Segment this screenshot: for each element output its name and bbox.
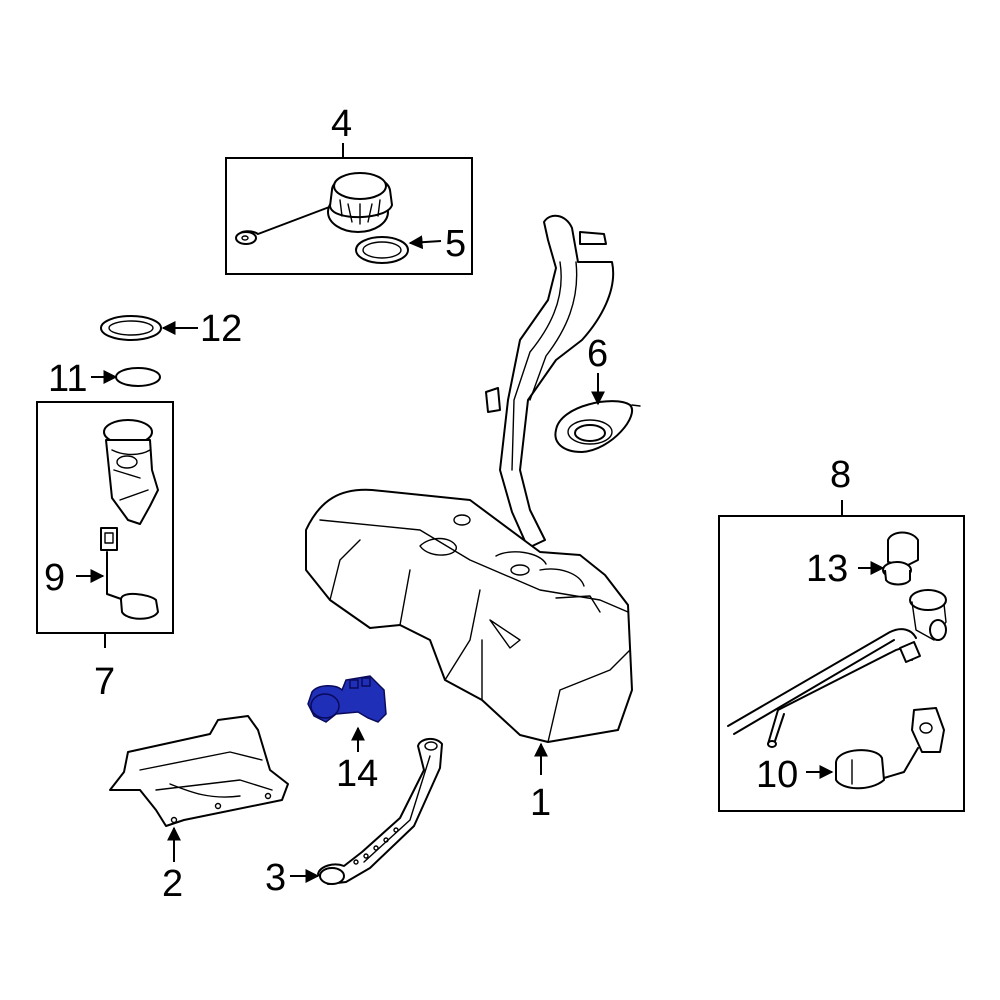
level-sensor	[100, 527, 159, 620]
tether-strap	[237, 205, 333, 237]
filler-neck-seal	[554, 373, 641, 453]
cap-gasket	[355, 236, 409, 264]
callout-labels: 1 2 3 4 5 6 7 8 9 10 11 12 13 14	[44, 103, 851, 905]
callout-7: 7	[94, 661, 115, 703]
tank-strap	[290, 738, 443, 885]
callout-12: 12	[200, 308, 242, 350]
callout-8: 8	[830, 454, 851, 496]
callout-1: 1	[530, 782, 551, 824]
fuel-line-b	[767, 647, 913, 745]
filler-pipe	[499, 214, 615, 549]
sender-housing	[103, 419, 159, 525]
tank-body	[305, 488, 633, 743]
fuel-tank	[305, 214, 633, 775]
callout-2: 2	[162, 863, 183, 905]
fuel-line-a	[727, 628, 917, 727]
callout-4: 4	[331, 103, 352, 145]
fuel-pump-group	[718, 500, 965, 812]
level-sender	[835, 707, 945, 790]
callout-6: 6	[587, 333, 608, 375]
filler-cap-box	[225, 157, 473, 275]
small-o-ring	[115, 367, 161, 387]
callout-13: 13	[806, 548, 848, 590]
highlighted-bracket	[307, 675, 387, 752]
vent-valve	[882, 531, 919, 586]
sender-unit-group	[36, 401, 174, 648]
callout-14: 14	[336, 753, 378, 795]
seal-rings	[91, 315, 198, 387]
large-seal-ring	[100, 315, 162, 341]
heat-shield	[109, 715, 289, 862]
callout-3: 3	[265, 857, 286, 899]
callout-11: 11	[48, 358, 87, 400]
callout-9: 9	[44, 557, 65, 599]
pump-head	[899, 589, 947, 663]
fuel-cap	[327, 172, 393, 233]
callout-10: 10	[756, 754, 798, 796]
filler-cap-group	[225, 143, 473, 275]
callout-5: 5	[445, 223, 466, 265]
